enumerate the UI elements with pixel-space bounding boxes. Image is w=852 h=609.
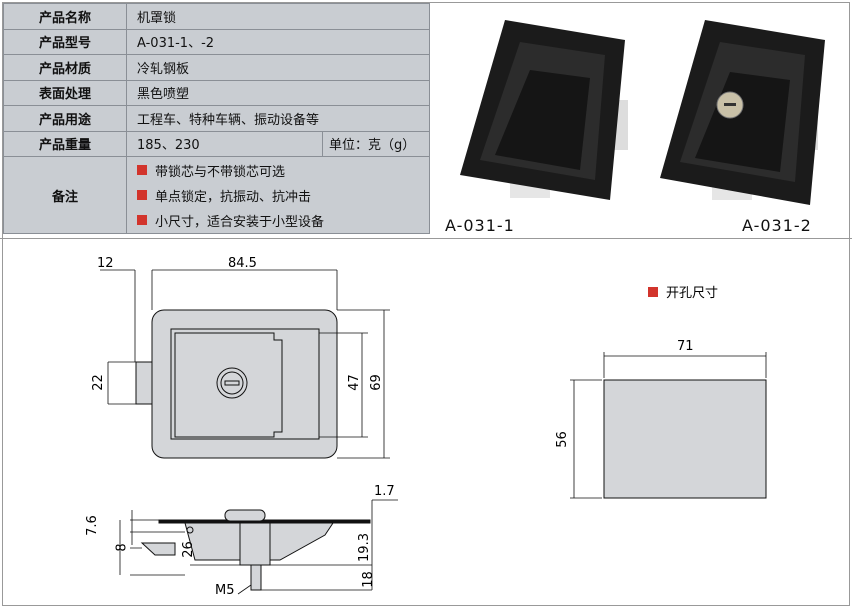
dim-12: 12 [97,256,114,271]
dim-56: 56 [554,431,570,448]
top-view-drawing [100,269,390,459]
table-row: 产品材质冷轧钢板 [3,54,430,81]
remark-item: 单点锁定，抗振动、抗冲击 [137,183,429,208]
dim-1-7: 1.7 [374,484,395,499]
dim-7-6: 7.6 [84,515,100,536]
value: 冷轧钢板 [126,54,430,81]
bullet-icon [137,215,147,225]
value: 黑色喷塑 [126,79,430,106]
label: 备注 [3,156,127,234]
lock-photo-a031-1 [460,20,628,200]
divider [0,238,852,239]
dim-26: 26 [180,541,196,558]
table-row: 表面处理黑色喷塑 [3,79,430,106]
bullet-icon [648,286,658,297]
side-view-drawing [119,499,398,595]
bullet-icon [137,165,147,175]
photo-caption-left: A-031-1 [445,216,515,235]
remark-item: 带锁芯与不带锁芯可选 [137,158,429,183]
remark-item: 小尺寸，适合安装于小型设备 [137,208,429,233]
dim-47: 47 [346,374,362,391]
dim-22: 22 [90,374,106,391]
dim-18: 18 [360,571,376,588]
dim-m5: M5 [215,583,235,598]
dim-84-5: 84.5 [228,256,257,271]
photo-caption-right: A-031-2 [742,216,812,235]
label: 产品型号 [3,28,127,55]
unit: 单位：克（g） [322,130,430,157]
table-row: 产品用途工程车、特种车辆、振动设备等 [3,105,430,132]
cutout-drawing [570,352,767,499]
label: 产品用途 [3,105,127,132]
dim-8: 8 [114,543,130,552]
label: 产品重量 [3,130,127,157]
bullet-icon [137,190,147,200]
dim-69: 69 [368,374,384,391]
value: 工程车、特种车辆、振动设备等 [126,105,430,132]
dim-19-3: 19.3 [356,533,372,562]
cutout-title: 开孔尺寸 [648,282,718,301]
lock-photo-a031-2 [660,20,825,205]
dim-71: 71 [677,339,694,354]
remarks: 带锁芯与不带锁芯可选 单点锁定，抗振动、抗冲击 小尺寸，适合安装于小型设备 [126,156,430,234]
table-row: 备注 带锁芯与不带锁芯可选 单点锁定，抗振动、抗冲击 小尺寸，适合安装于小型设备 [3,156,430,234]
